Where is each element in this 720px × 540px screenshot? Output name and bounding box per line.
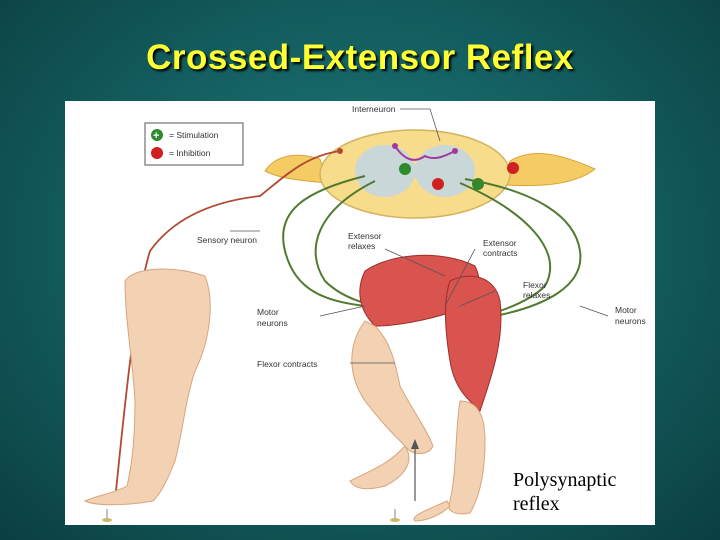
label-extensor-relaxes-2: relaxes: [348, 241, 375, 251]
extended-leg-thigh: [445, 275, 502, 412]
stimulation-marker: [151, 129, 163, 141]
sensory-neuron-path: [114, 150, 341, 502]
motor-neuron-right: [464, 178, 582, 317]
caption-line-1: Polysynaptic: [513, 469, 617, 491]
label-motor-neurons-right-1: Motor: [615, 305, 637, 315]
slide-title: Crossed-Extensor Reflex: [146, 38, 574, 77]
inhibition-right: [507, 162, 519, 174]
inhibition-marker: [151, 147, 163, 159]
caption: Polysynaptic reflex: [513, 468, 616, 516]
extended-foot: [413, 500, 451, 522]
motor-neuron-left: [282, 175, 366, 307]
reflex-diagram: + = Stimulation = Inhibition: [65, 101, 655, 525]
interneuron-path: [394, 145, 456, 161]
inhibition-left: [432, 178, 444, 190]
flexed-leg-shin: [351, 320, 434, 454]
label-flexor-relaxes-1: Flexor: [523, 280, 547, 290]
label-extensor-contracts-1: Extensor: [483, 238, 517, 248]
legend-inhibition-text: = Inhibition: [169, 148, 211, 158]
stimulation-symbol: +: [153, 130, 159, 142]
label-extensor-contracts-2: contracts: [483, 248, 518, 258]
extended-leg-shin: [448, 400, 486, 515]
standing-leg: [83, 268, 211, 506]
label-motor-neurons-left-2: neurons: [257, 318, 288, 328]
label-interneuron: Interneuron: [352, 104, 396, 114]
label-extensor-relaxes-1: Extensor: [348, 231, 382, 241]
label-sensory-neuron: Sensory neuron: [197, 235, 257, 245]
stimulation-left: [399, 163, 411, 175]
right-spinal-nerve: [504, 153, 596, 187]
label-motor-neurons-right-2: neurons: [615, 316, 646, 326]
label-flexor-relaxes-2: relaxes: [523, 290, 550, 300]
diagram-svg: + = Stimulation = Inhibition: [83, 104, 646, 522]
legend-box: [144, 122, 244, 166]
flexed-foot: [349, 445, 410, 490]
caption-line-2: reflex: [513, 493, 560, 515]
legend-stimulation-text: = Stimulation: [169, 130, 219, 140]
label-flexor-contracts: Flexor contracts: [257, 359, 317, 369]
label-motor-neurons-left-1: Motor: [257, 307, 279, 317]
